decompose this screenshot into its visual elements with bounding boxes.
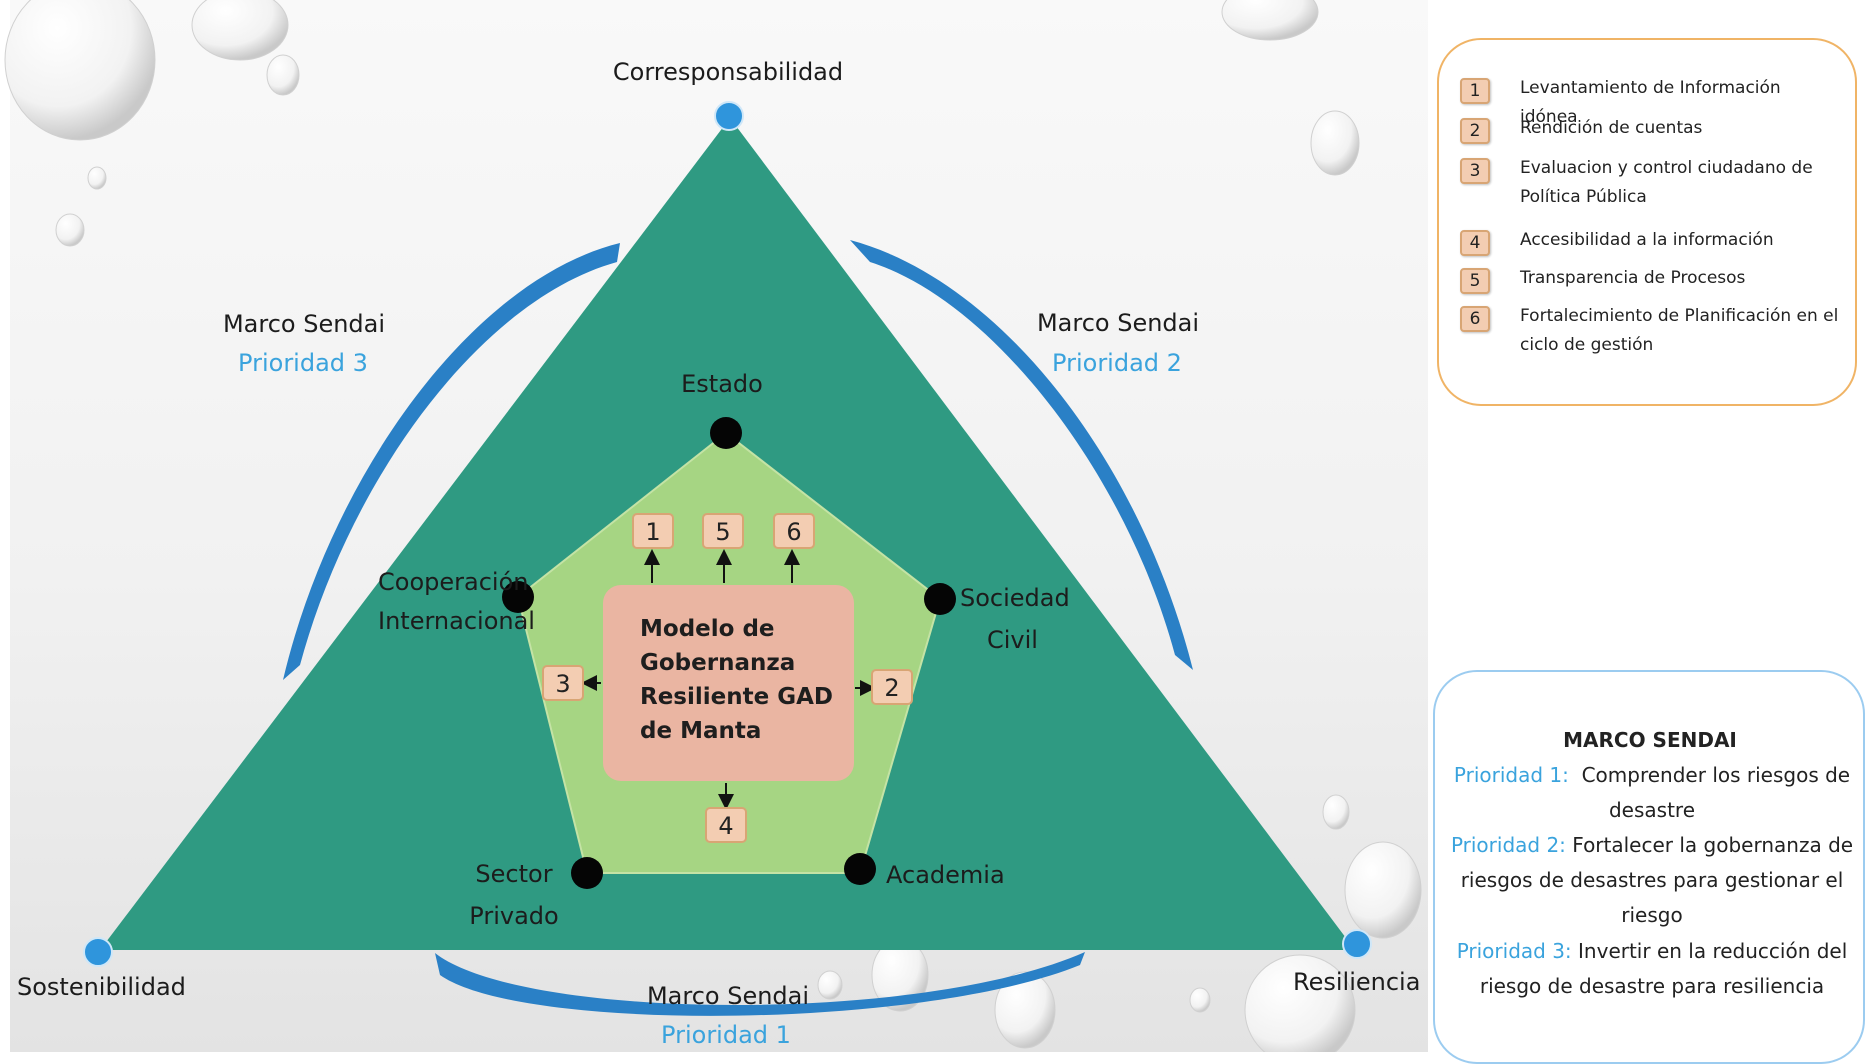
number-box-3: 3 [542, 665, 584, 701]
droplet-icon [266, 54, 300, 96]
sendai-priority-3: Prioridad 3: Invertir en la reducción de… [1446, 934, 1858, 1004]
number-box-4: 4 [705, 807, 747, 843]
vertex-label-resiliencia: Resiliencia [1293, 968, 1420, 996]
legend-item-3: 3 Evaluacion y control ciudadano de Polí… [1460, 158, 1840, 212]
sendai-title: MARCO SENDAI [1563, 728, 1737, 752]
legend-text: Transparencia de Procesos [1520, 268, 1746, 288]
center-model-box [603, 585, 854, 781]
vertex-label-corresponsabilidad: Corresponsabilidad [613, 58, 843, 86]
legend-number: 4 [1460, 230, 1490, 256]
legend-item-1: 1 Levantamiento de Información idónea [1460, 78, 1840, 132]
label-academia: Academia [886, 861, 1005, 889]
legend-box [1437, 38, 1857, 406]
svg-text:3: 3 [555, 670, 570, 698]
sendai-priority-2: Prioridad 2: Fortalecer la gobernanza de… [1446, 828, 1858, 933]
actor-node-estado [710, 417, 742, 449]
legend-text: Levantamiento de Información idónea [1520, 78, 1781, 127]
legend-item-4: 4 Accesibilidad a la información [1460, 230, 1840, 256]
legend-item-6: 6 Fortalecimiento de Planificación en el… [1460, 306, 1840, 360]
number-box-2: 2 [871, 669, 913, 705]
droplet-icon [1322, 794, 1350, 830]
droplet-icon [994, 971, 1056, 1049]
sendai-priority-3-text: Invertir en la reducción del riesgo de d… [1479, 939, 1848, 998]
sendai-priority-1: Prioridad 1: Comprender los riesgos de d… [1446, 758, 1858, 828]
vertex-node-right [1342, 929, 1372, 959]
droplet-icon [817, 970, 843, 1000]
legend-item-5: 5 Transparencia de Procesos [1460, 268, 1840, 294]
arc-label-title-1: Marco Sendai [647, 982, 809, 1010]
arc-label-title-3: Marco Sendai [223, 310, 385, 338]
label-sector-line2: Privado [469, 902, 558, 930]
label-estado: Estado [681, 370, 763, 398]
actor-node-sector [571, 857, 603, 889]
sendai-priority-3-label: Prioridad 3: [1456, 939, 1572, 963]
sendai-priority-2-text: Fortalecer la gobernanza de riesgos de d… [1460, 833, 1854, 927]
center-title-line3: Resiliente GAD [640, 684, 833, 710]
arc-label-title-2: Marco Sendai [1037, 309, 1199, 337]
legend-text: Rendición de cuentas [1520, 118, 1703, 138]
label-cooperacion-line1: Cooperación [378, 568, 528, 596]
droplet-icon [1344, 841, 1422, 939]
legend-text: Evaluacion y control ciudadano de Políti… [1520, 158, 1813, 207]
label-sociedad-line2: Civil [987, 626, 1038, 654]
center-title-line4: de Manta [640, 718, 761, 744]
vertex-label-sostenibilidad: Sostenibilidad [17, 973, 186, 1001]
droplet-icon [4, 0, 156, 141]
svg-text:1: 1 [645, 518, 660, 546]
actor-node-cooperacion [502, 581, 534, 613]
arc-label-priority-2: Prioridad 2 [1052, 349, 1182, 377]
legend-number: 5 [1460, 268, 1490, 294]
actor-node-academia [844, 853, 876, 885]
droplet-decorations [4, 0, 1422, 1052]
svg-text:4: 4 [718, 812, 733, 840]
svg-text:2: 2 [884, 674, 899, 702]
svg-text:6: 6 [786, 518, 801, 546]
droplet-icon [55, 213, 85, 247]
sendai-priority-1-label: Prioridad 1: [1453, 763, 1569, 787]
legend-number: 3 [1460, 158, 1490, 184]
legend-text: Accesibilidad a la información [1520, 230, 1774, 250]
label-cooperacion-line2: Internacional [378, 607, 535, 635]
legend-text: Fortalecimiento de Planificación en el c… [1520, 306, 1839, 355]
droplet-icon [191, 0, 289, 61]
svg-text:5: 5 [715, 518, 730, 546]
legend-number: 2 [1460, 118, 1490, 144]
arc-label-priority-3: Prioridad 3 [238, 349, 368, 377]
vertex-node-top [714, 101, 744, 131]
actor-node-sociedad [924, 583, 956, 615]
sendai-box [1433, 670, 1865, 1064]
droplet-icon [87, 166, 107, 190]
legend-item-2: 2 Rendición de cuentas [1460, 118, 1840, 144]
sendai-priority-1-text: Comprender los riesgos de desastre [1581, 763, 1851, 822]
number-box-5: 5 [702, 513, 744, 549]
vertex-node-left [83, 937, 113, 967]
sendai-priority-2-label: Prioridad 2: [1450, 833, 1566, 857]
legend-number: 6 [1460, 306, 1490, 332]
center-title-line1: Modelo de [640, 616, 775, 642]
arc-label-priority-1: Prioridad 1 [661, 1021, 791, 1049]
droplet-icon [1244, 954, 1356, 1052]
label-sector-line1: Sector [475, 860, 552, 888]
label-sociedad-line1: Sociedad [960, 584, 1070, 612]
number-box-1: 1 [632, 513, 674, 549]
number-box-6: 6 [773, 513, 815, 549]
arc-prioridad-1 [435, 952, 1085, 1016]
center-title-line2: Gobernanza [640, 650, 795, 676]
droplet-icon [1189, 987, 1211, 1013]
droplet-icon [1221, 0, 1319, 41]
legend-number: 1 [1460, 78, 1490, 104]
droplet-icon [1310, 110, 1360, 176]
